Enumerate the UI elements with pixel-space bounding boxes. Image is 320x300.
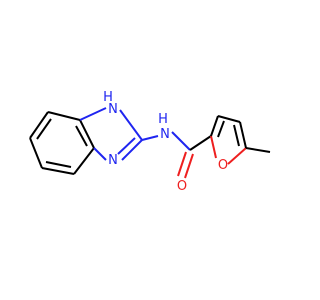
molecule-diagram: H N N H N O O xyxy=(29,90,271,194)
imidazole-ring xyxy=(79,107,143,161)
furan-ring xyxy=(189,115,271,165)
bond-c3a-c7a-inner xyxy=(75,125,88,147)
structure-canvas: H N N H N O O xyxy=(29,90,271,194)
atom-h-nh: H xyxy=(158,112,168,127)
bond-c2f-o1 xyxy=(210,135,217,159)
bond-c2-n3 xyxy=(121,139,143,161)
bond-carbonyl-o xyxy=(177,151,187,177)
atom-nh: N xyxy=(160,127,170,142)
bond-c5f-c4f-inner xyxy=(233,124,240,147)
bond-n1-c2 xyxy=(119,109,143,141)
bond-c2-nh xyxy=(141,135,159,141)
atom-h-n1: H xyxy=(103,90,113,105)
bond-c7-c6 xyxy=(29,111,49,139)
bond-n3-c3a xyxy=(93,147,107,161)
bond-o1-c5f xyxy=(227,147,247,165)
bond-carbonyl-c2f xyxy=(189,135,212,151)
bond-c3a-c7a xyxy=(79,119,95,149)
benzene-ring xyxy=(29,111,95,175)
bond-c7a-c7 xyxy=(47,111,81,121)
bond-nh-carbonyl xyxy=(171,131,191,151)
bond-c4f-c3f xyxy=(217,115,241,123)
bond-c2-n3-inner xyxy=(117,137,136,155)
bond-c7a-n1 xyxy=(79,107,107,121)
bond-c5-c4-inner xyxy=(45,161,72,168)
atom-n1: N xyxy=(108,102,118,117)
bond-c6-c5 xyxy=(29,137,43,169)
atom-o-carbonyl: O xyxy=(177,179,187,194)
bond-c5f-methyl xyxy=(245,147,271,153)
atom-labels: H N N H N O O xyxy=(103,90,228,194)
atom-n3: N xyxy=(108,153,118,168)
bond-c5f-c4f xyxy=(239,121,247,149)
amide-linker xyxy=(141,131,194,179)
bond-c3f-c2f-inner xyxy=(217,120,225,138)
bond-c4-c3a xyxy=(73,147,95,175)
atom-o-furan: O xyxy=(218,158,228,173)
bond-carbonyl-o-second xyxy=(184,153,194,179)
bond-c3f-c2f xyxy=(210,115,219,137)
bond-c7-c6-inner xyxy=(36,118,52,140)
bond-c5-c4 xyxy=(41,167,75,175)
